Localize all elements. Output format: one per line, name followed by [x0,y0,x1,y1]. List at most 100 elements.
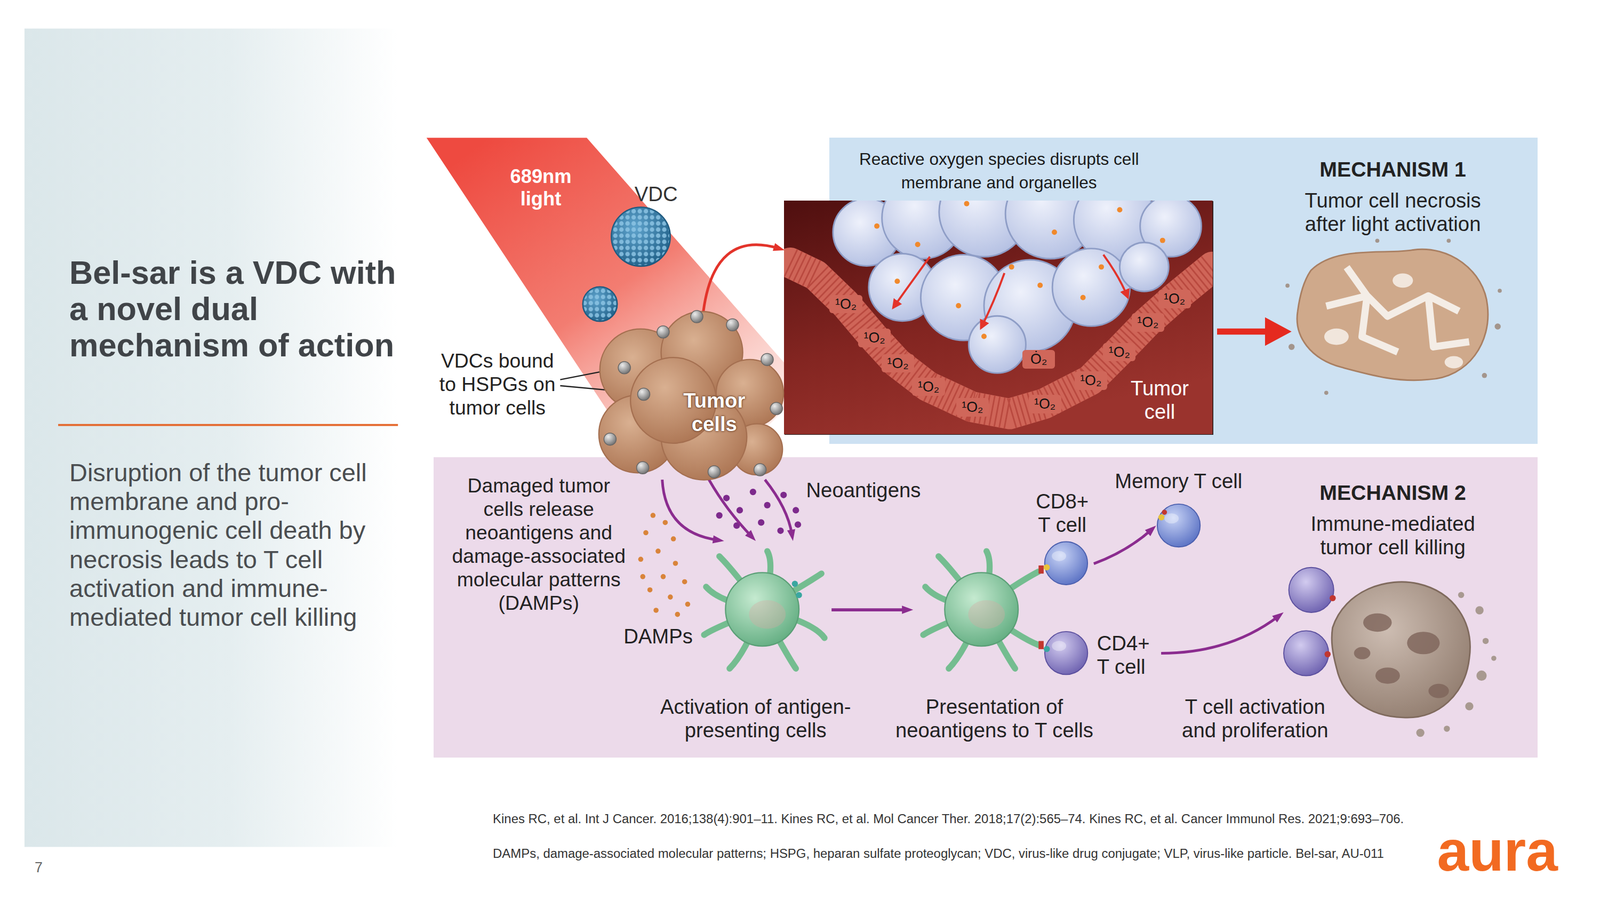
organelle-dot [1009,264,1015,270]
molecule-label: ¹O₂ [956,397,989,416]
text-slot: VDCs bound to HSPGs on tumor cells [433,348,562,420]
bound-vdc-bead [708,465,721,478]
t-cell: CD4+ T cell [1043,630,1162,680]
damp-dot [655,548,661,554]
neoantigen-dot [716,512,723,519]
ros-arrow [1103,254,1128,298]
cell-label: Memory T cell [1101,469,1255,493]
text-slot: ¹O₂ [858,328,891,347]
organelle-dot [1117,206,1123,213]
dying-tumor-cell [1331,581,1470,718]
ros-arrow [981,273,1005,328]
text-slot: MECHANISM 1 [1290,157,1495,182]
molecule-label: ¹O₂ [1102,342,1136,362]
cell-debris [1482,637,1489,644]
cell-debris [1482,372,1488,379]
body-text: Disruption of the tumor cell membrane an… [69,458,405,632]
vdc-particle [611,206,671,267]
bound-vdc-bead [637,387,651,400]
molecule-label: ¹O₂ [912,377,945,396]
cell-debris [1285,238,1503,396]
tumor-cell-body [969,315,1027,373]
highlight [1164,513,1179,524]
vdc-particle [612,208,670,266]
molecule-label: ¹O₂ [858,328,891,347]
bound-vdc-bead [657,325,670,338]
ros-arrow [893,254,1128,328]
text-slot: Kines RC, et al. Int J Cancer. 2016;138(… [492,811,1417,827]
cell-debris [1416,728,1425,737]
damp-dot [650,512,656,518]
neoantigen-dot [749,488,757,495]
bound-vdc-bead [770,402,783,415]
inset-heading: Reactive oxygen species disrupts cell me… [851,147,1148,195]
cd8-cell [1044,541,1088,585]
bound-vdc-bead [604,432,617,445]
abbreviation-text: DAMPs, damage-associated molecular patte… [492,845,1417,862]
divider-line [58,424,398,427]
dendrite [704,550,825,669]
connector-line [1161,616,1279,654]
apc-body [725,572,799,646]
text-slot: Tumor cell [1121,376,1198,424]
antigen-presenting-cell: Activation of antigen-presenting cells [693,540,832,679]
damp-dot [685,601,691,607]
organelle-dot [1051,229,1058,235]
cell-debris [1475,605,1484,614]
damp-dot [647,587,653,593]
text-slot: DAMPs [619,624,697,648]
cell-debris [1494,323,1501,330]
neoantigen-dot [736,506,743,514]
connector-line [1093,530,1151,564]
antigen-presenting-cell: Presentation of neoantigens to T cells [913,540,1051,679]
vdc-particle [582,206,671,322]
text-slot: Bel-sar is a VDC with a novel dual mecha… [69,254,412,364]
neoantigen-dot [792,506,799,514]
tcr-receptor [1043,645,1050,652]
text-slot: ¹O₂ [912,377,945,396]
highlight [1052,550,1067,562]
organelle-dot [964,201,970,207]
cd4-cell [1044,631,1088,675]
highlight [1052,641,1067,652]
molecule-label: ¹O₂ [881,354,915,373]
text-slot: CD8+ T cell [1030,489,1094,537]
tcr-receptor [1043,564,1050,571]
text-slot: ¹O₂ [1028,394,1062,413]
damp-dot [638,556,644,563]
cell-label: CD4+ T cell [1097,631,1161,679]
organelle-dot [956,302,962,309]
text-slot: VDC [627,181,685,207]
text-slot: ¹O₂ [881,354,915,373]
connector-line [662,479,718,540]
necrotic-cell [1444,356,1463,369]
text-slot: CD4+ T cell [1097,631,1161,679]
organelle-dot [1080,294,1086,301]
callout-label: DAMPs [619,624,697,648]
necrotic-cell [1297,249,1489,381]
text-slot: ¹O₂ [829,294,862,314]
cell-debris [1324,390,1329,396]
side-panel [24,28,398,847]
organelle-dot [874,223,880,229]
dying-tumor-cell [1363,613,1392,632]
neoantigen-dot [777,527,784,534]
nucleus [968,600,1006,629]
tcr-receptor [1158,514,1165,520]
connector-arrow [831,605,914,614]
damp-dot [640,573,646,580]
arrow-head [745,530,756,541]
text-slot: Immune-mediated tumor cell killing [1296,512,1491,559]
panel-heading: MECHANISM 1 [1290,157,1495,182]
connector-arrow [1161,612,1284,654]
mhc-receptor [1038,565,1045,574]
cell-debris [1443,725,1450,732]
effector-cell [1288,567,1334,613]
molecule-label: ¹O₂ [1131,313,1165,332]
connector-arrow [703,243,785,312]
panel-subtitle: Tumor cell necrosis after light activati… [1296,188,1491,236]
bound-vdc-bead [604,310,783,478]
damp-dot [682,579,688,585]
organelle-dot [981,333,987,340]
